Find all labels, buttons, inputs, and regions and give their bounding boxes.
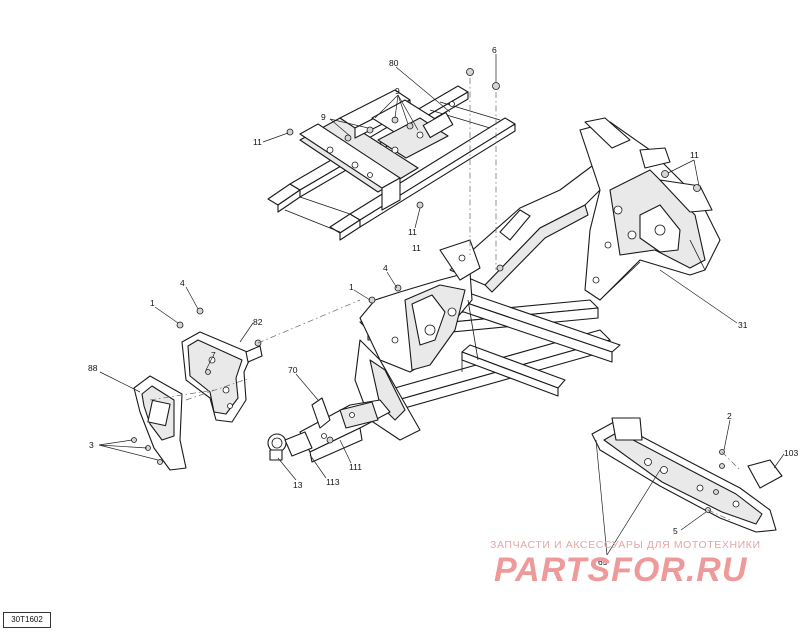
callout-4-frame: 4: [383, 263, 388, 273]
assembly-lines: [149, 78, 741, 521]
leader-lines: [98, 54, 785, 556]
rear-rack-subframe: [267, 85, 516, 241]
callout-103: 103: [784, 448, 798, 458]
callout-113: 113: [326, 477, 340, 487]
callout-4-bracket: 4: [180, 278, 185, 288]
callout-82: 82: [253, 317, 263, 327]
callout-9-rack-left: 9: [321, 112, 326, 122]
tow-hitch-assembly: [267, 397, 391, 463]
callout-11-tower: 11: [690, 150, 699, 160]
callout-6: 6: [492, 45, 497, 55]
diagram-reference-code: 30T1602: [3, 612, 51, 628]
side-bracket-65: [591, 417, 783, 533]
callout-3: 3: [89, 440, 94, 450]
skid-plate-88: [131, 375, 187, 471]
callout-7: 7: [211, 350, 216, 360]
callout-1-bracket: 1: [150, 298, 155, 308]
callout-88: 88: [88, 363, 98, 373]
callout-11-rack-lower: 11: [412, 243, 421, 253]
callout-65: 65: [598, 557, 608, 567]
callout-labels: 80 6 9 9 11 11 11 1 4 82 7 88 3 1 4 70 1…: [88, 45, 798, 567]
callout-13: 13: [293, 480, 303, 490]
callout-11-rack-left: 11: [253, 137, 262, 147]
callout-80: 80: [389, 58, 399, 68]
frame-bolts: [368, 170, 701, 304]
callout-11-rack-right: 11: [408, 227, 417, 237]
callout-9-rack: 9: [395, 86, 400, 96]
callout-2: 2: [727, 411, 732, 421]
callout-70: 70: [288, 365, 298, 375]
front-bracket-82: [176, 307, 263, 423]
main-frame: [354, 117, 721, 441]
callout-111: 111: [349, 462, 362, 472]
callout-5: 5: [673, 526, 678, 536]
rack-bolts: [286, 68, 500, 209]
watermark-logo: PARTSFOR.RU: [494, 551, 748, 589]
watermark-tagline: ЗАПЧАСТИ И АКСЕССУАРЫ ДЛЯ МОТОТЕХНИКИ: [490, 539, 761, 551]
callout-31: 31: [738, 320, 748, 330]
callout-1-frame: 1: [349, 282, 354, 292]
